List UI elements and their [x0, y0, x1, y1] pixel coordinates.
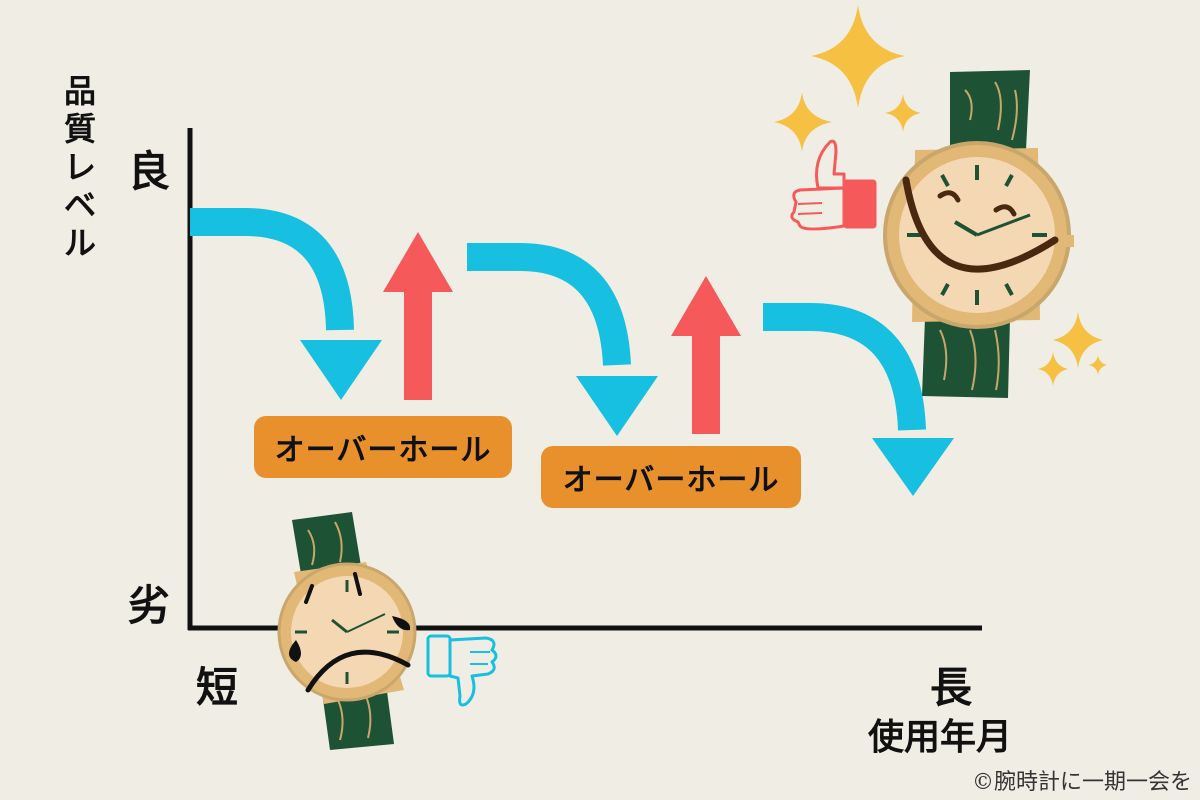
x-axis-title: 使用年月: [868, 717, 1013, 758]
sad-watch-icon: [277, 512, 417, 750]
decline-arrow-2: [467, 243, 658, 436]
decline-arrow-1: [190, 208, 382, 400]
y-top-label: 良: [128, 147, 171, 196]
y-axis-title-char: レ: [63, 148, 96, 186]
x-left-label: 短: [196, 663, 239, 712]
decline-arrow-3: [763, 303, 954, 496]
overhaul-label-2: オーバーホール: [541, 446, 801, 508]
thumbs-down-icon: [426, 634, 498, 707]
y-axis-title-char: ベ: [63, 186, 96, 224]
sparkle-icon: [774, 5, 1107, 386]
y-axis-title-char: 質: [63, 110, 96, 148]
y-axis-title-char: 品: [63, 72, 96, 110]
x-right-label: 長: [930, 663, 973, 712]
overhaul-arrow-2: [671, 276, 741, 434]
y-bottom-label: 劣: [128, 581, 171, 630]
overhaul-arrow-1: [383, 232, 453, 400]
y-axis-title: 品質レベル: [60, 72, 100, 262]
y-axis-title-char: ル: [63, 224, 96, 262]
thumbs-up-icon: [790, 139, 877, 231]
copyright-text: ©腕時計に一期一会を: [971, 770, 1192, 795]
overhaul-label-1: オーバーホール: [254, 416, 512, 478]
happy-watch-icon: [883, 70, 1074, 398]
